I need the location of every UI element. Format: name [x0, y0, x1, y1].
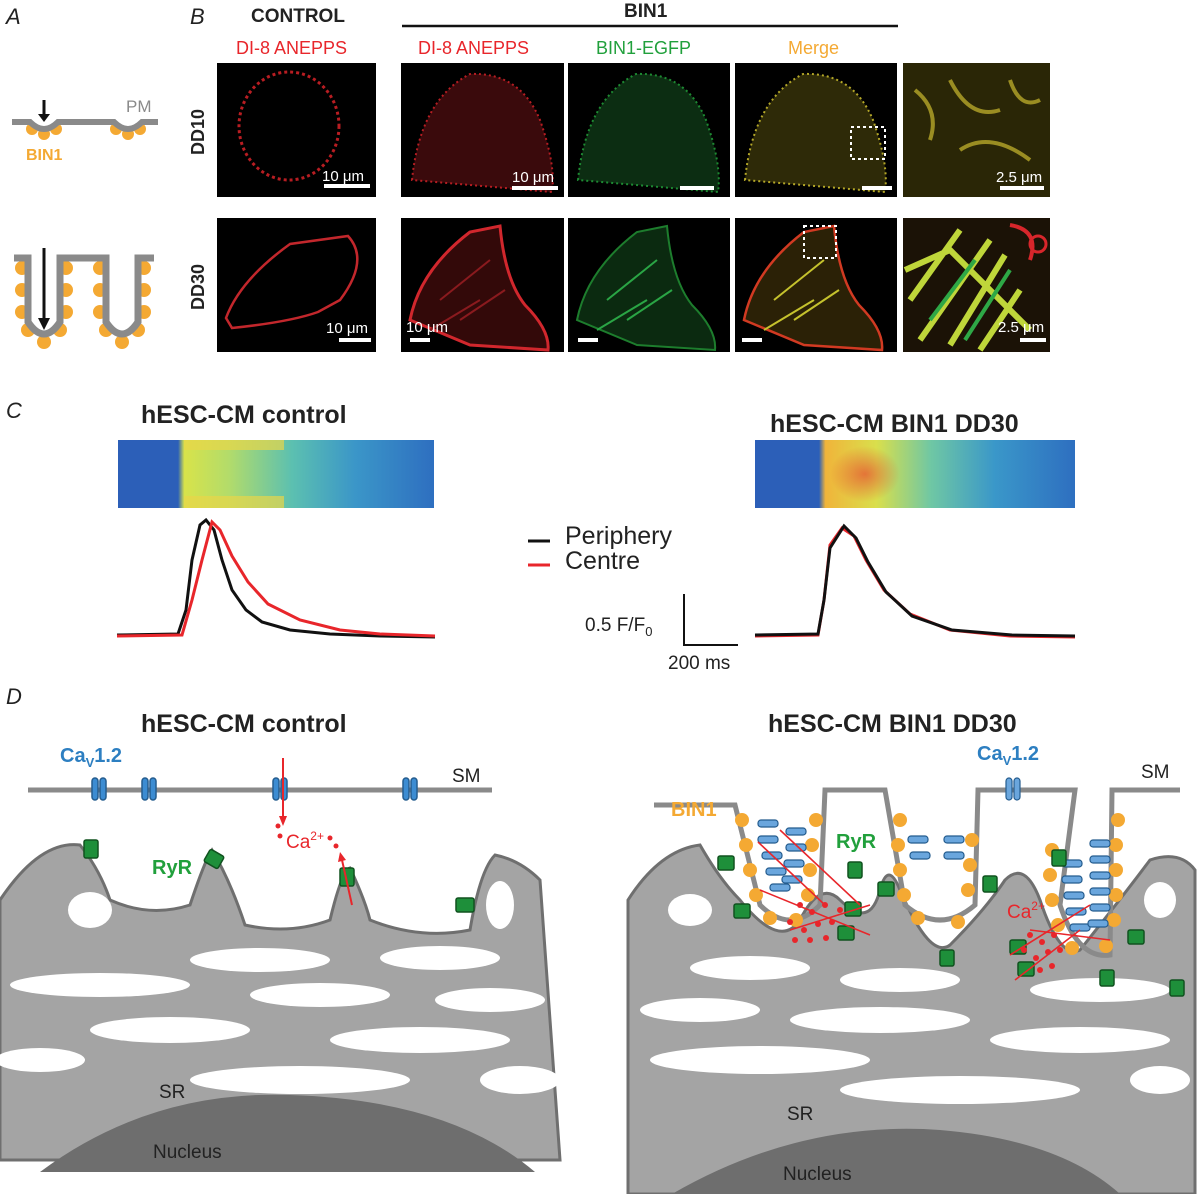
- bin1-tubule-coat: [15, 261, 151, 349]
- calcium-arrows: [757, 829, 1111, 981]
- nucleus-shape: [672, 1128, 1120, 1194]
- ryr-channels: [717, 849, 1185, 997]
- panel-d-label: D: [6, 684, 22, 709]
- sr-gaps: [640, 882, 1190, 1104]
- cav-sub: V: [86, 755, 95, 770]
- ryr-label: RyR: [836, 831, 877, 853]
- image-dd30-egfp: [568, 218, 730, 352]
- scalebar-label: 10 μm: [326, 320, 368, 337]
- cav-label: Ca: [60, 745, 86, 767]
- schematic-bin1: CaV1.2 SM BIN1 RyR Ca2+ SR Nucleus: [626, 743, 1197, 1194]
- panel-b: B CONTROL BIN1 DI-8 ANEPPS DI-8 ANEPPS B…: [188, 1, 1050, 352]
- sr-label: SR: [787, 1104, 813, 1125]
- nucleus-label: Nucleus: [783, 1164, 852, 1185]
- control-header: CONTROL: [251, 6, 345, 27]
- sm-label: SM: [452, 766, 481, 787]
- d-title-bin1: hESC-CM BIN1 DD30: [768, 710, 1017, 738]
- image-dd30-zoom: 2.5 μm: [903, 218, 1050, 352]
- column-label-di8: DI-8 ANEPPS: [418, 38, 529, 58]
- cav-suffix: 1.2: [1011, 743, 1039, 765]
- bin1-header: BIN1: [624, 1, 668, 22]
- image-dd30-di8: 10 μm: [401, 218, 564, 352]
- panel-a: A PM BIN1: [4, 4, 158, 349]
- panel-b-label: B: [190, 4, 205, 29]
- panel-c: C hESC-CM control hESC-CM BIN1 DD30 Peri…: [6, 398, 1076, 674]
- svg-text:CaV1.2: CaV1.2: [977, 743, 1039, 768]
- scalebar-label: 10 μm: [512, 169, 554, 186]
- cav-suffix: 1.2: [94, 745, 122, 767]
- scalebar-label: 10 μm: [322, 168, 364, 185]
- column-label-merge: Merge: [788, 38, 839, 58]
- nucleus-shape: [40, 1094, 535, 1172]
- trace-bin1-centre: [754, 525, 1076, 639]
- image-dd10-zoom: 2.5 μm: [903, 63, 1050, 197]
- trace-scale-bar: 0.5 F/F0 200 ms: [585, 594, 738, 674]
- sm-label: SM: [1141, 762, 1170, 783]
- d-title-control: hESC-CM control: [141, 710, 347, 738]
- bin1-label: BIN1: [671, 799, 717, 821]
- scale-x-label: 200 ms: [668, 653, 730, 674]
- shallow-invagination-diagram: PM BIN1: [12, 97, 158, 164]
- cav-clusters: [757, 777, 1111, 932]
- ca-label: Ca: [286, 832, 311, 853]
- trace-control-periphery: [116, 517, 436, 639]
- zoom-inset-box: [850, 126, 886, 160]
- row-label-dd10: DD10: [188, 109, 208, 155]
- trace-bin1-periphery: [754, 523, 1076, 638]
- c-title-control: hESC-CM control: [141, 401, 347, 429]
- deep-tubule-membrane: [14, 254, 154, 338]
- kymograph-bin1: [755, 440, 1075, 508]
- image-dd30-merge: [735, 218, 897, 352]
- c-title-bin1: hESC-CM BIN1 DD30: [770, 410, 1019, 438]
- svg-text:Ca2+: Ca2+: [1007, 899, 1045, 923]
- cav-label: Ca: [977, 743, 1003, 765]
- scalebar-label: 10 μm: [406, 319, 448, 336]
- bin1-label: BIN1: [26, 147, 63, 164]
- legend-centre: Centre: [565, 547, 640, 575]
- column-label-control-di8: DI-8 ANEPPS: [236, 38, 347, 58]
- ca-sup: 2+: [1031, 899, 1045, 913]
- ryr-channels: [83, 839, 475, 913]
- panel-c-label: C: [6, 398, 22, 423]
- ca-label: Ca: [1007, 902, 1032, 923]
- svg-text:0.5 F/F0: 0.5 F/F0: [585, 615, 652, 639]
- sr-label: SR: [159, 1082, 185, 1103]
- cav-sub: V: [1003, 753, 1012, 768]
- image-dd10-merge: [735, 63, 897, 197]
- image-dd10-di8: 10 μm: [401, 63, 564, 197]
- ryr-label: RyR: [152, 857, 193, 879]
- panel-a-label: A: [4, 4, 21, 29]
- scale-y-label: 0.5 F/F: [585, 615, 645, 636]
- svg-text:Ca2+: Ca2+: [286, 829, 324, 853]
- image-dd10-egfp: [568, 63, 730, 197]
- sr-gaps: [0, 881, 560, 1094]
- bin1-coat: [735, 813, 1125, 955]
- pm-label: PM: [126, 97, 152, 116]
- deep-tubule-diagram: [14, 248, 154, 349]
- ca-sup: 2+: [310, 829, 324, 843]
- kymograph-control: [118, 440, 434, 508]
- scalebar-label: 2.5 μm: [998, 319, 1044, 336]
- panel-d: D hESC-CM control hESC-CM BIN1 DD30: [0, 684, 1197, 1194]
- legend-periphery: Periphery: [565, 522, 672, 550]
- row-label-dd30: DD30: [188, 264, 208, 310]
- scale-y-sub: 0: [645, 624, 652, 639]
- schematic-control: CaV1.2 SM RyR Ca2+ SR Nucleus: [0, 745, 562, 1172]
- image-dd30-control: 10 μm: [217, 218, 376, 352]
- nucleus-label: Nucleus: [153, 1142, 222, 1163]
- zoom-inset-box: [803, 225, 837, 259]
- scalebar-label: 2.5 μm: [996, 169, 1042, 186]
- plasma-membrane-line: [12, 119, 158, 132]
- image-dd10-control: 10 μm: [217, 63, 376, 197]
- trace-legend: Periphery Centre: [528, 522, 672, 575]
- column-label-egfp: BIN1-EGFP: [596, 38, 691, 58]
- svg-text:CaV1.2: CaV1.2: [60, 745, 122, 770]
- trace-control-centre: [116, 519, 436, 638]
